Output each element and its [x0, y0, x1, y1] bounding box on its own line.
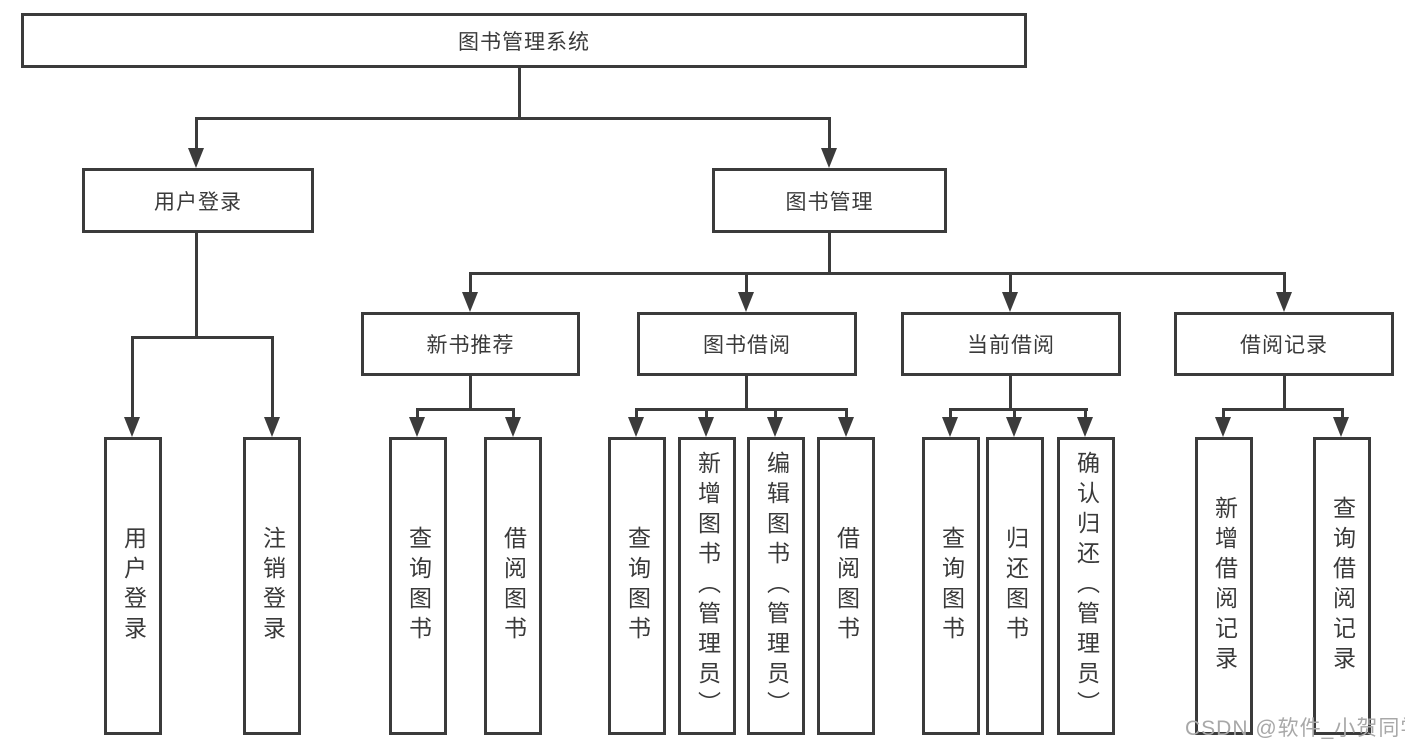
node-library-system-label: 图书管理系统 [458, 30, 590, 54]
node-user-login-label: 用户登录 [154, 190, 242, 214]
connector-to-leaf [949, 408, 952, 420]
leaf-newbooks-query-books: 查询图书 [389, 437, 447, 735]
arrowhead-down-icon [1215, 417, 1231, 437]
arrowhead-down-icon [838, 417, 854, 437]
arrowhead-down-icon [628, 417, 644, 437]
leaf-newbooks-query-books-label: 查询图书 [405, 526, 432, 646]
leaf-return-books: 归还图书 [986, 437, 1044, 735]
connector-root-to-book-mgmt [828, 117, 831, 150]
connector-to-borrow-records [1283, 272, 1286, 294]
leaf-add-books-admin-label: 新增图书（管理员） [694, 451, 721, 721]
connector-new-books-stem [469, 376, 472, 408]
connector-new-books-split [416, 408, 515, 411]
connector-to-book-borrow [745, 272, 748, 294]
node-borrowing-records-label: 借阅记录 [1240, 334, 1328, 357]
leaf-logout-label: 注销登录 [259, 526, 286, 646]
connector-book-borrow-split [635, 408, 848, 411]
node-current-borrowing-label: 当前借阅 [967, 334, 1055, 357]
connector-to-leaf [512, 408, 515, 420]
arrowhead-down-icon [462, 292, 478, 312]
watermark: CSDN @软件_小贺同学 [1185, 717, 1405, 740]
leaf-current-query-books-label: 查询图书 [938, 526, 965, 646]
connector-root-stem [518, 68, 521, 117]
arrowhead-down-icon [1006, 417, 1022, 437]
arrowhead-down-icon [1077, 417, 1093, 437]
leaf-logout: 注销登录 [243, 437, 301, 735]
connector-user-login-split [131, 336, 274, 339]
leaf-edit-books-admin: 编辑图书（管理员） [747, 437, 805, 735]
arrowhead-down-icon [942, 417, 958, 437]
node-new-book-recommend-label: 新书推荐 [426, 334, 515, 357]
connector-current-borrow-stem [1009, 376, 1012, 408]
connector-to-leaf [131, 336, 134, 419]
node-book-management-label: 图书管理 [785, 190, 874, 214]
arrowhead-down-icon [409, 417, 425, 437]
connector-to-new-books [469, 272, 472, 294]
connector-book-mgmt-stem [828, 233, 831, 272]
arrowhead-down-icon [124, 417, 140, 437]
leaf-add-borrow-record-label: 新增借阅记录 [1211, 496, 1238, 676]
leaf-user-login-label: 用户登录 [120, 526, 147, 646]
connector-to-leaf [1341, 408, 1344, 420]
arrowhead-down-icon [264, 417, 280, 437]
connector-current-borrow-split [949, 408, 1088, 411]
leaf-borrowing-query-books: 查询图书 [608, 437, 666, 735]
leaf-current-query-books: 查询图书 [922, 437, 980, 735]
arrowhead-down-icon [738, 292, 754, 312]
node-borrowing-records: 借阅记录 [1174, 312, 1394, 376]
arrowhead-down-icon [767, 417, 783, 437]
connector-root-to-user-login [195, 117, 198, 150]
node-current-borrowing: 当前借阅 [901, 312, 1121, 376]
node-book-management: 图书管理 [712, 168, 947, 233]
leaf-newbooks-borrow-books: 借阅图书 [484, 437, 542, 735]
connector-book-borrow-stem [745, 376, 748, 408]
leaf-borrow-books: 借阅图书 [817, 437, 875, 735]
leaf-user-login: 用户登录 [104, 437, 162, 735]
node-user-login: 用户登录 [82, 168, 314, 233]
arrowhead-down-icon [188, 148, 204, 168]
connector-root-split [195, 117, 831, 120]
connector-to-leaf [1013, 408, 1016, 420]
connector-book-mgmt-split [469, 272, 1286, 275]
leaf-query-borrow-record: 查询借阅记录 [1313, 437, 1371, 735]
leaf-add-books-admin: 新增图书（管理员） [678, 437, 736, 735]
leaf-query-borrow-record-label: 查询借阅记录 [1329, 496, 1356, 676]
node-book-borrowing-label: 图书借阅 [703, 334, 791, 357]
arrowhead-down-icon [1333, 417, 1349, 437]
connector-to-leaf [416, 408, 419, 420]
node-new-book-recommend: 新书推荐 [361, 312, 580, 376]
leaf-add-borrow-record: 新增借阅记录 [1195, 437, 1253, 735]
connector-to-leaf [1222, 408, 1225, 420]
connector-to-leaf [845, 408, 848, 420]
leaf-borrow-books-label: 借阅图书 [833, 526, 860, 646]
arrowhead-down-icon [505, 417, 521, 437]
connector-to-leaf [271, 336, 274, 419]
node-book-borrowing: 图书借阅 [637, 312, 857, 376]
leaf-edit-books-admin-label: 编辑图书（管理员） [763, 451, 790, 721]
leaf-borrowing-query-books-label: 查询图书 [624, 526, 651, 646]
connector-to-leaf [774, 408, 777, 420]
connector-user-login-stem [195, 233, 198, 336]
node-library-system: 图书管理系统 [21, 13, 1027, 68]
connector-to-leaf [1084, 408, 1087, 420]
leaf-return-books-label: 归还图书 [1002, 526, 1029, 646]
leaf-newbooks-borrow-books-label: 借阅图书 [500, 526, 527, 646]
leaf-confirm-return-admin: 确认归还（管理员） [1057, 437, 1115, 735]
arrowhead-down-icon [1276, 292, 1292, 312]
connector-borrow-records-stem [1283, 376, 1286, 408]
connector-borrow-records-split [1222, 408, 1344, 411]
connector-to-current-borrow [1009, 272, 1012, 294]
connector-to-leaf [705, 408, 708, 420]
arrowhead-down-icon [698, 417, 714, 437]
connector-to-leaf [635, 408, 638, 420]
arrowhead-down-icon [821, 148, 837, 168]
arrowhead-down-icon [1002, 292, 1018, 312]
leaf-confirm-return-admin-label: 确认归还（管理员） [1073, 451, 1100, 721]
